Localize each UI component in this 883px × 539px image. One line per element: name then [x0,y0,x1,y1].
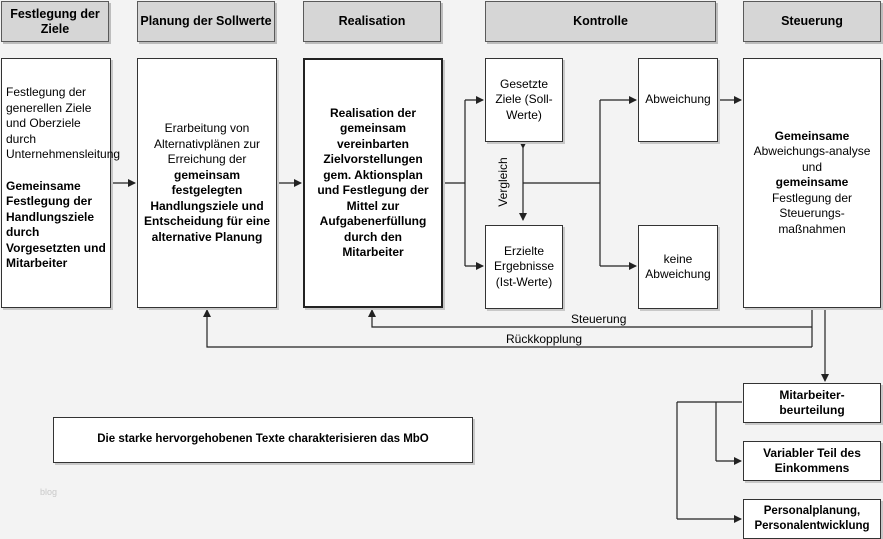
steuerung-normal-2: Festlegung der Steuerungs-maßnahmen [771,190,853,236]
header-steuerung-label: Steuerung [781,14,843,28]
box-soll-werte: Gesetzte Ziele (Soll-Werte) [485,58,563,142]
header-steuerung: Steuerung [743,1,881,42]
ziele-normal-text: Festlegung der generellen Ziele und Ober… [6,85,121,161]
ziele-bold-text: Gemeinsame Festlegung der Handlungsziele… [6,178,106,271]
legend-note-text: Die starke hervorgehobenen Texte charakt… [97,433,429,446]
planung-bold-text: gemeinsam festgelegten Handlungsziele un… [144,167,271,244]
header-realisation-label: Realisation [338,14,406,28]
header-planung: Planung der Sollwerte [137,1,275,42]
header-kontrolle-label: Kontrolle [573,14,628,28]
header-ziele: Festlegung der Ziele [1,1,109,42]
box-abweichung: Abweichung [638,58,718,142]
planung-normal-text: Erarbeitung von Alternativplänen zur Err… [153,121,261,166]
steuerung-bold-1: Gemeinsame [774,128,850,143]
steuerung-feedback-label: Steuerung [571,312,627,326]
header-kontrolle: Kontrolle [485,1,716,42]
realisation-text: Realisation der gemeinsam vereinbarten Z… [317,105,429,260]
box-personalplanung: Personalplanung, Personalentwicklung [743,499,881,539]
personalplanung-text: Personalplanung, Personalentwicklung [754,504,870,533]
header-ziele-label: Festlegung der Ziele [10,6,100,36]
box-realisation: Realisation der gemeinsam vereinbarten Z… [303,58,443,308]
legend-note: Die starke hervorgehobenen Texte charakt… [53,417,473,463]
box-keine-abweichung: keine Abweichung [638,225,718,309]
box-variabler-teil: Variabler Teil des Einkommens [743,441,881,481]
header-planung-label: Planung der Sollwerte [140,14,272,28]
mitarbeiterbeurteilung-text: Mitarbeiter-beurteilung [779,387,845,418]
box-ist-werte: Erzielte Ergebnisse (Ist-Werte) [485,225,563,309]
vergleich-label: Vergleich [496,157,510,207]
abweichung-text: Abweichung [645,92,711,107]
keine-abweichung-text: keine Abweichung [645,251,711,282]
variabler-teil-text: Variabler Teil des Einkommens [763,445,861,476]
watermark: blog [40,487,58,497]
box-festlegung-ziele: Festlegung der generellen Ziele und Ober… [1,58,121,308]
box-steuerung: Gemeinsame Abweichungs-analyse und gemei… [743,58,881,308]
header-realisation: Realisation [303,1,441,42]
box-planung: Erarbeitung von Alternativplänen zur Err… [137,58,277,308]
soll-werte-text: Gesetzte Ziele (Soll-Werte) [495,76,553,122]
box-mitarbeiterbeurteilung: Mitarbeiter-beurteilung [743,383,881,423]
steuerung-normal-1: Abweichungs-analyse und [753,144,871,174]
ist-werte-text: Erzielte Ergebnisse (Ist-Werte) [493,243,555,289]
steuerung-bold-2: gemeinsame [775,175,849,190]
rueckkopplung-label: Rückkopplung [506,332,583,346]
